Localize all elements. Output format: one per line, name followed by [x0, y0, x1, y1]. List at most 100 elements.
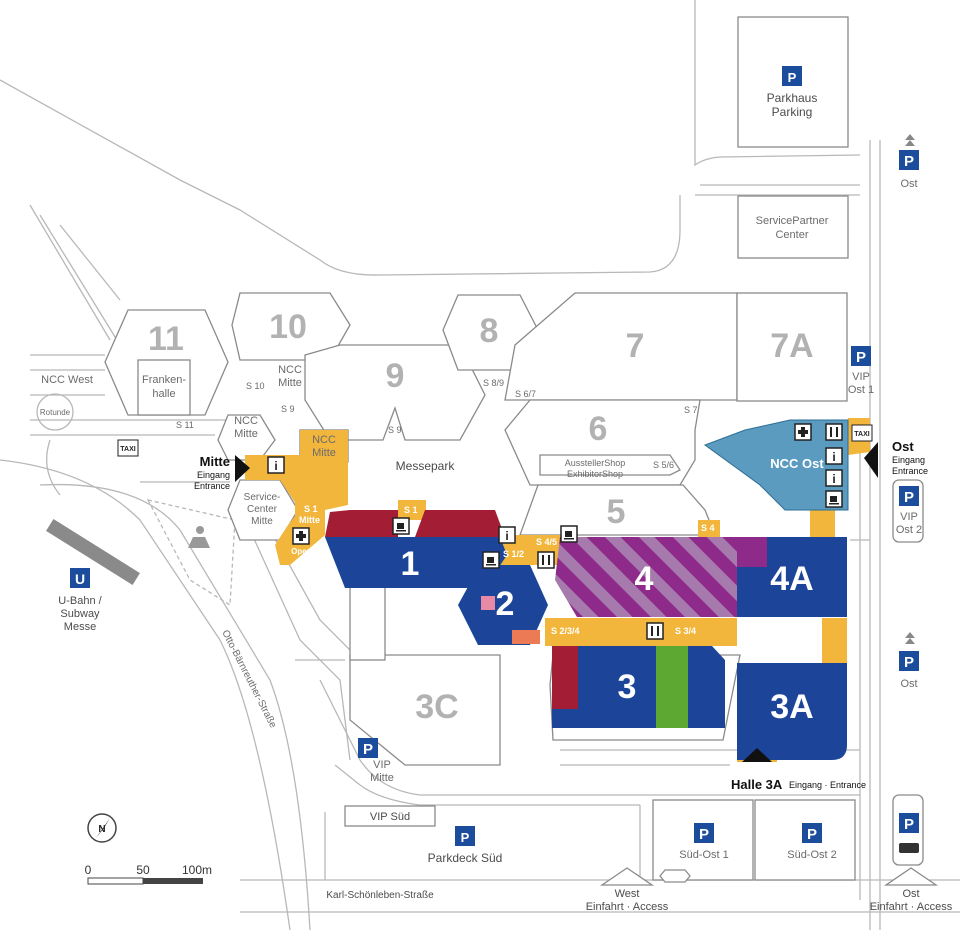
svg-text:P: P — [807, 826, 817, 843]
hall-3c — [349, 654, 501, 766]
svg-text:Eingang · Entrance: Eingang · Entrance — [789, 780, 866, 790]
bus-parking-icon: P — [899, 813, 919, 853]
connector-labels: S 1 Mitte S 1 S 1/2 S 4/5 S 4 S 2/3/4 S … — [299, 504, 715, 636]
svg-text:Ost: Ost — [900, 178, 917, 190]
hall-1-red-zone-a — [325, 510, 398, 537]
hall-1 — [325, 537, 507, 588]
hall-5-label: 5 — [607, 493, 626, 531]
info-icon: i — [267, 456, 285, 474]
frankenhalle — [137, 359, 191, 416]
svg-text:S 9: S 9 — [281, 404, 295, 414]
subway-platform — [46, 519, 140, 585]
messepark-label: Messepark — [396, 459, 456, 473]
svg-text:P: P — [904, 153, 914, 170]
hall-10-label: 10 — [269, 308, 307, 346]
svg-text:Center: Center — [247, 504, 278, 515]
ost-entrance: Ost Eingang Entrance — [864, 439, 928, 478]
svg-text:P: P — [363, 741, 373, 758]
svg-text:P: P — [856, 349, 866, 366]
hall-1-annex — [349, 584, 386, 661]
halle-3a-entrance: Halle 3A Eingang · Entrance — [731, 748, 866, 792]
svg-text:Einfahrt · Access: Einfahrt · Access — [586, 901, 669, 913]
svg-text:TAXI: TAXI — [854, 431, 869, 438]
svg-text:Parkdeck Süd: Parkdeck Süd — [428, 851, 503, 865]
ausstellershop-label: AusstellerShop — [565, 458, 626, 468]
svg-text:Subway: Subway — [60, 608, 100, 620]
hall-7a — [736, 292, 848, 402]
svg-text:Mitte: Mitte — [251, 516, 273, 527]
hall-4-label: 4 — [635, 560, 654, 598]
hall-2-label: 2 — [496, 585, 515, 623]
svg-text:Einfahrt · Access: Einfahrt · Access — [870, 901, 953, 913]
ncc-west-label: NCC West — [41, 374, 93, 386]
street-karl-schoenleben: Karl-Schönleben-Straße — [326, 890, 434, 901]
svg-text:S 2/3/4: S 2/3/4 — [551, 626, 580, 636]
service-center-label: Service- — [244, 492, 281, 503]
hall-4a-label: 4A — [770, 560, 813, 598]
svg-text:Entrance: Entrance — [194, 481, 230, 491]
cafe-icon — [392, 517, 410, 535]
hall-8-label: 8 — [480, 312, 499, 350]
svg-text:N: N — [98, 824, 105, 835]
svg-text:Süd-Ost 2: Süd-Ost 2 — [787, 849, 837, 861]
info-icon: i — [825, 469, 843, 487]
parking-icon — [782, 66, 802, 86]
road-network — [0, 0, 960, 931]
svg-text:S 9: S 9 — [388, 425, 402, 435]
svg-text:i: i — [832, 472, 835, 486]
svg-text:Parking: Parking — [772, 105, 813, 119]
hall-4a-purple-zone — [737, 537, 767, 567]
ost-parking-mid: P Ost — [899, 632, 919, 690]
frankenhalle-label: Franken- — [142, 374, 186, 386]
svg-text:halle: halle — [152, 388, 175, 400]
parkdeck-sued-parking: P Parkdeck Süd — [428, 826, 503, 865]
hall-3-red-zone — [552, 646, 578, 709]
operation-center-label: Operation — [291, 547, 329, 556]
svg-text:Ost: Ost — [900, 678, 917, 690]
svg-text:S 6/7: S 6/7 — [515, 389, 536, 399]
svg-text:U-Bahn /: U-Bahn / — [58, 595, 102, 607]
svg-text:0: 0 — [85, 863, 92, 877]
hall-4 — [555, 537, 737, 617]
vip-ost2-parking: P VIP Ost 2 — [896, 486, 922, 536]
gray-halls — [104, 292, 924, 881]
svg-text:Mitte: Mitte — [278, 377, 302, 389]
svg-text:Ost 1: Ost 1 — [848, 384, 874, 396]
hall-11-label: 11 — [148, 320, 184, 358]
sued-ost-1-parking: P Süd-Ost 1 — [659, 823, 729, 883]
hall-2-pink-zone — [481, 596, 495, 610]
svg-text:Ost 2: Ost 2 — [896, 524, 922, 536]
hall-3a — [737, 663, 847, 760]
svg-text:VIP: VIP — [373, 759, 391, 771]
hall-3-green-zone — [656, 646, 688, 728]
mitte-entrance: Mitte Eingang Entrance — [194, 454, 250, 491]
svg-text:Center: Center — [775, 229, 808, 241]
svg-text:Mitte: Mitte — [299, 515, 320, 525]
restaurant-icon — [825, 423, 843, 441]
cafe-icon — [825, 490, 843, 508]
ost-access: Ost Einfahrt · Access — [870, 867, 953, 913]
hall-2 — [458, 565, 548, 645]
ncc-ost-label: NCC Ost — [770, 456, 824, 471]
svg-text:VIP: VIP — [900, 511, 918, 523]
svg-text:P: P — [461, 830, 470, 845]
restaurant-icon — [537, 551, 555, 569]
svg-text:ServicePartner: ServicePartner — [756, 215, 829, 227]
servicepartner-center — [737, 195, 849, 259]
cafe-icon — [482, 551, 500, 569]
svg-text:S 4/5: S 4/5 — [536, 537, 557, 547]
svg-text:ExhibitorShop: ExhibitorShop — [567, 469, 623, 479]
cafe-icon — [560, 525, 578, 543]
svg-text:S 10: S 10 — [246, 381, 265, 391]
subway-icon — [70, 568, 90, 588]
svg-text:Mitte: Mitte — [312, 447, 336, 459]
svg-text:West: West — [615, 888, 640, 900]
hall-3-label: 3 — [618, 668, 637, 706]
hall-3c-label: 3C — [415, 688, 458, 726]
info-icon: i — [825, 447, 843, 465]
first-aid-icon — [794, 423, 812, 441]
hall-9-label: 9 — [386, 357, 405, 395]
hall-3a-label: 3A — [770, 688, 813, 726]
scale-bar: 0 50 100m — [85, 863, 212, 885]
